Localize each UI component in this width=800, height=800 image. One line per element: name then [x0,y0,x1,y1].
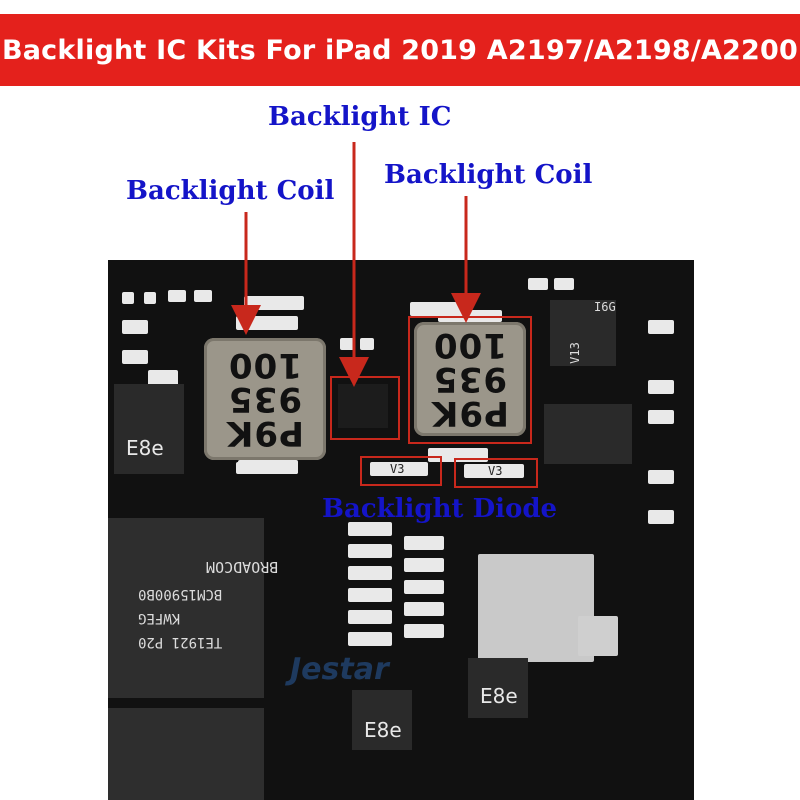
pcb-board: P9K 935 100 P9K 935 100 V3 V3 V13 I6G E8… [108,260,694,800]
smd-pad [148,370,178,386]
diode-left-marking: V3 [390,462,405,476]
backlight-coil-left: P9K 935 100 [204,338,326,460]
metal-inductor [478,554,594,662]
label-backlight-diode: Backlight Diode [322,494,558,524]
banner-title: Backlight IC Kits For iPad 2019 A2197/A2… [1,34,799,66]
smd-pad [554,278,574,290]
chip-i6g-label: I6G [594,300,616,314]
smd-pad [194,290,212,302]
smd-pad [404,558,444,572]
title-banner: Backlight IC Kits For iPad 2019 A2197/A2… [0,14,800,86]
smd-pad [648,410,674,424]
backlight-ic-chip [338,384,388,428]
smd-pad [340,338,354,350]
crystal [578,616,618,656]
smd-pad [404,580,444,594]
smd-pad [122,320,148,334]
chip-e8e-bottom [352,690,412,750]
smd-pad [648,380,674,394]
diode-left-highlight-box [360,456,442,486]
smd-pad [404,536,444,550]
smd-pad [404,624,444,638]
diode-right-marking: V3 [488,464,503,478]
smd-pad [528,278,548,290]
broadcom-chip-lower [108,708,264,800]
coil-left-pad-bottom [236,462,298,474]
label-backlight-coil-right: Backlight Coil [384,160,593,190]
smd-pad [122,292,134,304]
label-backlight-coil-left: Backlight Coil [126,176,335,206]
chip-e8e-bottom-label: E8e [364,718,402,742]
smd-pad [648,320,674,334]
watermark: Jestar [290,652,389,687]
smd-pad [360,338,374,350]
chip-qfn-right [544,404,632,464]
broadcom-chip [108,518,264,698]
smd-pad [404,602,444,616]
smd-pad [648,510,674,524]
chip-e8e-left [114,384,184,474]
smd-pad [348,588,392,602]
smd-pad [144,292,156,304]
chip-v13 [550,300,616,366]
smd-pad [648,470,674,484]
chip-e8e-right [468,658,528,718]
backlight-diode-left [370,462,428,476]
chip-e8e-right-label: E8e [480,684,518,708]
smd-pad [348,566,392,580]
chip-e8e-left-label: E8e [126,436,164,460]
smd-pad [348,610,392,624]
label-backlight-ic: Backlight IC [268,102,452,132]
smd-pad [168,290,186,302]
diode-right-highlight-box [454,458,538,488]
smd-pad [348,522,392,536]
smd-pad [348,632,392,646]
smd-pad [348,544,392,558]
smd-pad [122,350,148,364]
backlight-coil-right: P9K 935 100 [414,322,526,436]
backlight-diode-right [464,464,524,478]
